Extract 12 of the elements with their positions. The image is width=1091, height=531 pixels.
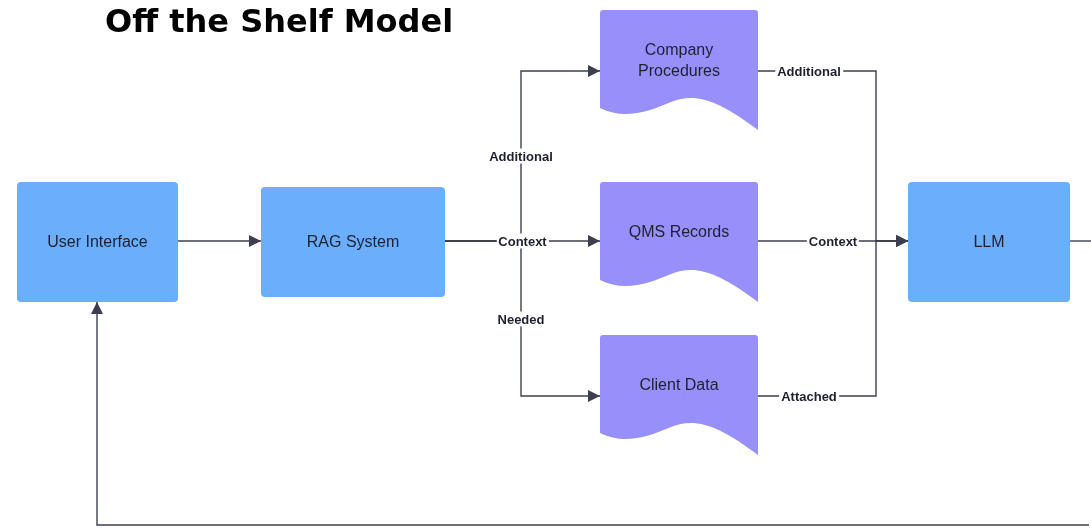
connector-arrow <box>177 235 262 247</box>
edge-label: Needed <box>495 311 547 326</box>
node-label: QMS Records <box>627 222 731 242</box>
edge-label: Context <box>496 233 549 249</box>
connector-arrow <box>91 301 1090 526</box>
node-label: Company Procedures <box>637 40 721 81</box>
node-label: RAG System <box>305 231 401 252</box>
node-label: LLM <box>972 231 1006 252</box>
node-label: Client Data <box>638 375 720 395</box>
node-label: User Interface <box>46 231 149 252</box>
edge-label: Additional <box>487 148 555 164</box>
diagram-title: Off the Shelf Model <box>105 2 454 40</box>
